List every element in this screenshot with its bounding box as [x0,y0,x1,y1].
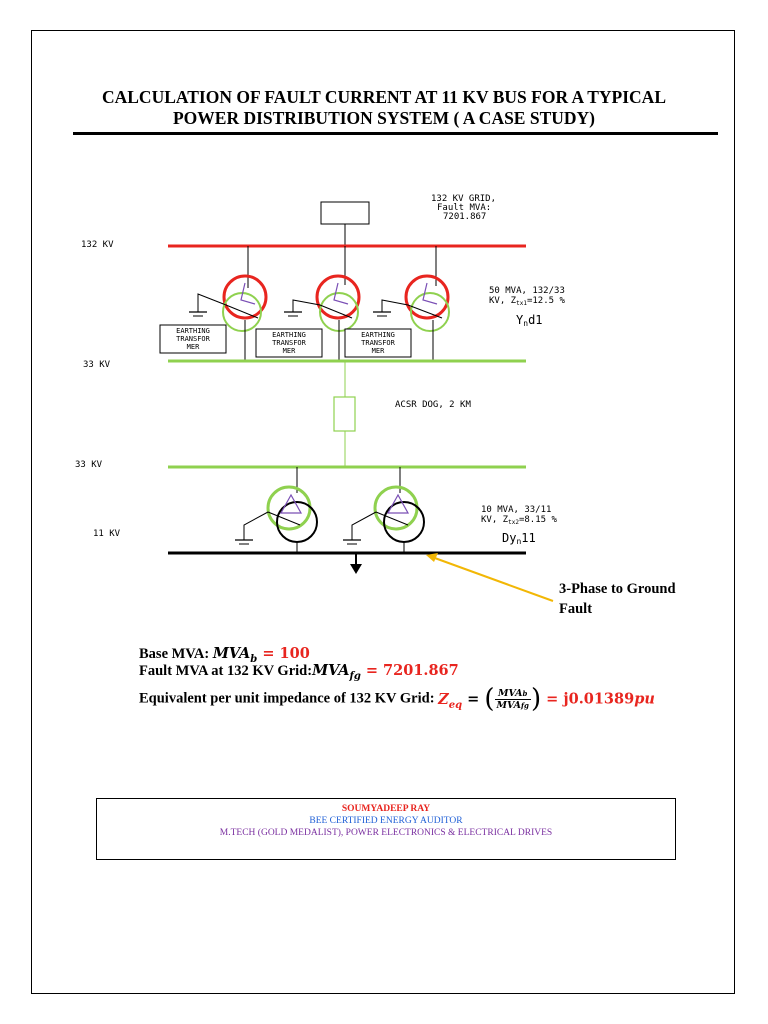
tx2b-secondary-winding [383,501,425,543]
tx2a-primary-winding [266,485,312,531]
tx1b-primary-winding [315,274,361,320]
fault-pointer-arrowhead-icon [426,553,438,562]
svg-text:MER: MER [283,347,296,355]
svg-text:TRANSFOR: TRANSFOR [176,335,211,343]
svg-text:EARTHING: EARTHING [272,331,306,339]
tx2-vector-group: Dyn11 [502,531,536,546]
tx1-rating-2: KV, Ztx1=12.5 % [489,296,565,307]
earthing-transformer-1: EARTHING TRANSFOR MER [159,324,227,354]
signature-box: SOUMYADEEP RAY BEE CERTIFIED ENERGY AUDI… [96,798,676,860]
title-line-2: POWER DISTRIBUTION SYSTEM ( A CASE STUDY… [172,108,596,128]
svg-text:MER: MER [372,347,385,355]
bus-33kv-b-label: 33 KV [75,460,103,470]
tx1c-secondary-winding [410,292,450,332]
tx2-rating-1: 10 MVA, 33/11 [481,505,551,515]
bus-132kv-label: 132 KV [81,240,114,250]
tx1-rating-1: 50 MVA, 132/33 [489,286,565,296]
page-border [31,30,735,994]
line-label: ACSR DOG, 2 KM [395,400,471,410]
load-arrow-icon [350,564,362,574]
title-underline [73,132,718,135]
svg-text:MER: MER [187,343,200,351]
author-name: SOUMYADEEP RAY [341,804,431,814]
earthing-transformer-2: EARTHING TRANSFOR MER [255,328,323,358]
grid-source-box [320,201,370,225]
tx1a-primary-winding [222,274,268,320]
equivalent-impedance-line: Equivalent per unit impedance of 132 KV … [139,684,655,714]
title-line-1: CALCULATION OF FAULT CURRENT AT 11 KV BU… [101,87,666,107]
tx2b-primary-winding [373,485,419,531]
bus-33kv-a-label: 33 KV [83,360,111,370]
svg-text:TRANSFOR: TRANSFOR [361,339,396,347]
tx1-vector-group: Ynd1 [516,313,543,328]
author-role: BEE CERTIFIED ENERGY AUDITOR [309,816,463,826]
tx1c-primary-winding [404,274,450,320]
svg-text:TRANSFOR: TRANSFOR [272,339,307,347]
svg-text:EARTHING: EARTHING [361,331,395,339]
grid-label-3: 7201.867 [443,212,486,222]
tx1a-secondary-winding [222,292,262,332]
grid-label-1: 132 KV GRID, [431,194,496,204]
grid-label-2: Fault MVA: [437,203,491,213]
page-title: CALCULATION OF FAULT CURRENT AT 11 KV BU… [40,87,728,129]
base-mva-line: Base MVA: MVAb = 100 [139,645,310,665]
bus-11kv-label: 11 KV [93,529,121,539]
tx2-rating-2: KV, Ztx2=8.15 % [481,515,557,526]
fault-mva-line: Fault MVA at 132 KV Grid:MVAfg = 7201.86… [139,662,459,682]
line-impedance-box [333,396,356,432]
author-qualification: M.TECH (GOLD MEDALIST), POWER ELECTRONIC… [219,828,553,838]
svg-text:EARTHING: EARTHING [176,327,210,335]
fault-pointer-line [431,556,554,602]
earthing-transformer-3: EARTHING TRANSFOR MER [344,328,412,358]
fault-label: 3-Phase to Ground Fault [559,581,676,617]
tx2a-secondary-winding [276,501,318,543]
